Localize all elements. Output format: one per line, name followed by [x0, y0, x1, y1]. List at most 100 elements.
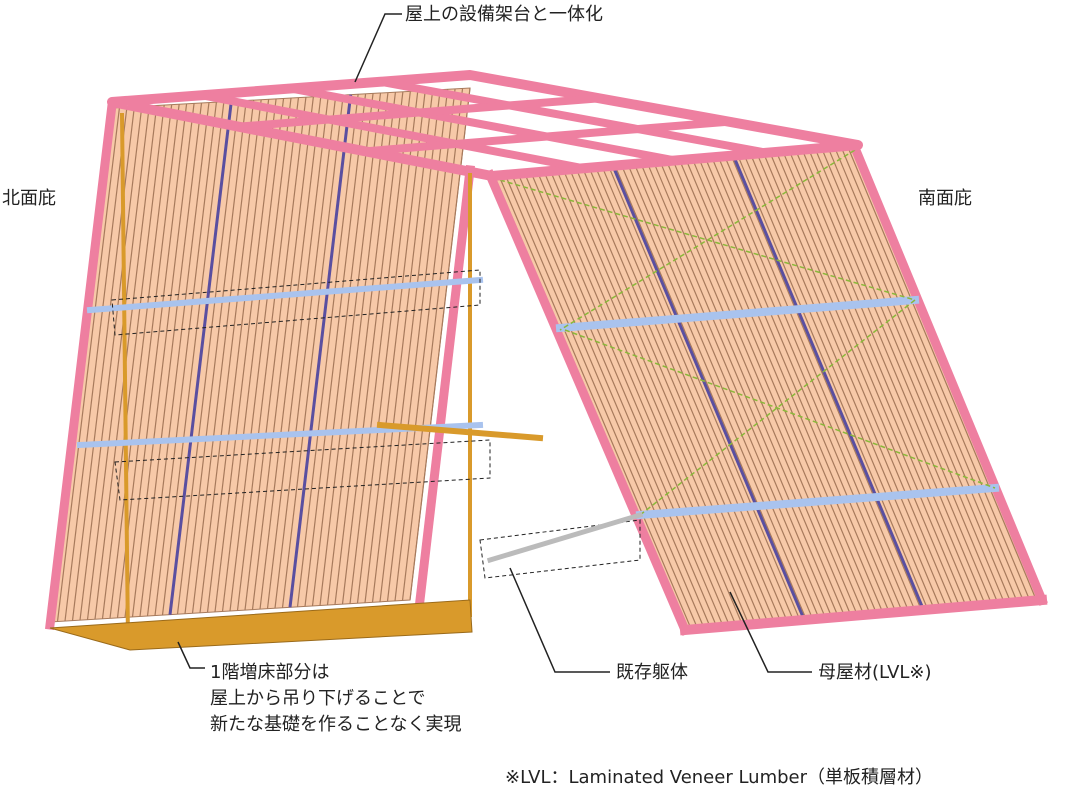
- south-panel-slat: [776, 153, 967, 606]
- south-panel-slat: [705, 158, 896, 612]
- cross-brace: [564, 329, 996, 489]
- south-panel-slat: [828, 149, 1018, 601]
- roof-cross-beam: [375, 77, 772, 158]
- leader-existing: [509, 567, 610, 673]
- cross-brace: [639, 299, 916, 516]
- north-panel-rib: [168, 101, 233, 615]
- label-first-floor-line3: 新たな基礎を作ることなく実現: [210, 714, 462, 735]
- south-panel-slat: [530, 171, 724, 627]
- north-panel-slat: [326, 92, 389, 606]
- south-panel-slat: [770, 154, 960, 606]
- south-panel-slat: [510, 173, 705, 629]
- north-panel-slat: [401, 88, 464, 601]
- north-panel-slat: [56, 107, 121, 622]
- north-panel-slat: [386, 89, 449, 602]
- south-panel-slat: [698, 159, 890, 612]
- south-panel-slat: [614, 165, 807, 620]
- north-panel-slat: [274, 95, 337, 609]
- north-panel-slat: [266, 95, 329, 609]
- north-panel-slat: [304, 93, 367, 607]
- south-purlin-upper: [555, 295, 920, 333]
- north-panel-rib: [288, 94, 353, 608]
- south-bottom-edge: [679, 594, 1048, 636]
- north-panel-slat: [379, 89, 441, 602]
- south-panel-slat: [822, 150, 1011, 602]
- south-panel-slat: [744, 155, 935, 608]
- south-panel-slat: [569, 168, 763, 624]
- south-panel-slat: [802, 151, 992, 603]
- roof-long-beam: [361, 117, 733, 156]
- north-panel-slat: [296, 94, 359, 607]
- north-panel-slat: [176, 100, 240, 615]
- north-panel-slat: [131, 103, 195, 618]
- existing-structure-outline: [114, 439, 491, 501]
- north-panel-slat: [356, 90, 419, 604]
- north-panel-slat: [154, 102, 218, 616]
- south-panel-slat: [783, 153, 973, 605]
- label-first-floor: 1階増床部分は 屋上から吊り下げることで 新たな基礎を作ることなく実現: [210, 660, 461, 738]
- north-panel-slat: [394, 88, 456, 601]
- north-panel-slat: [184, 100, 247, 614]
- leader-first-floor: [177, 641, 205, 669]
- south-panel-rib: [611, 165, 806, 620]
- north-panel-slat: [311, 93, 374, 607]
- label-first-floor-line1: 1階増床部分は: [210, 662, 330, 683]
- north-panel-slat: [79, 106, 143, 621]
- label-roof-integration: 屋上の設備架台と一体化: [405, 4, 603, 25]
- diagonal-brace: [486, 511, 644, 564]
- south-panel-slat: [763, 154, 954, 607]
- south-right-rafter: [849, 142, 1048, 606]
- north-panel-slat: [86, 105, 150, 620]
- structural-members: [44, 99, 644, 651]
- north-back-column: [415, 165, 475, 605]
- south-eave-panel: [484, 142, 1048, 636]
- north-panel-slat: [109, 104, 173, 619]
- south-panel-rib: [732, 156, 925, 610]
- north-panel-slat: [139, 102, 203, 617]
- leader-lines: [177, 13, 812, 673]
- roof-cross-beam: [196, 90, 589, 173]
- existing-structure-outline: [479, 519, 641, 579]
- north-panel-slat: [206, 99, 270, 613]
- south-panel-slat: [634, 164, 826, 618]
- south-panel-slat: [621, 165, 814, 619]
- south-panel-slat: [789, 152, 979, 604]
- south-panel-slat: [847, 148, 1037, 599]
- south-panel-slat: [517, 172, 712, 628]
- north-panel-slat: [259, 96, 322, 610]
- north-panel-slat: [101, 105, 165, 619]
- label-south-eave: 南面庇: [918, 188, 972, 209]
- south-panel-slat: [543, 170, 737, 626]
- north-panel-slat: [341, 91, 404, 605]
- leader-purlin: [729, 591, 812, 673]
- south-left-rafter: [484, 169, 691, 636]
- south-panel-slat: [796, 152, 986, 604]
- north-panel-slat: [251, 96, 314, 610]
- south-panel-slat: [834, 149, 1024, 600]
- south-panel-slat: [536, 171, 731, 627]
- south-panel-slat: [601, 166, 794, 621]
- south-panel-slat: [647, 163, 839, 617]
- north-panel-slat: [334, 92, 397, 605]
- label-existing-structure: 既存躯体: [616, 662, 688, 683]
- south-panel-slat: [608, 166, 801, 620]
- south-panel-slat: [724, 157, 916, 610]
- north-panel-slat: [214, 98, 277, 612]
- label-north-eave: 北面庇: [2, 188, 56, 209]
- north-panel-slat: [364, 90, 426, 603]
- floor-beam: [376, 421, 544, 442]
- label-first-floor-line2: 屋上から吊り下げることで: [210, 688, 426, 709]
- north-panel-slat: [236, 97, 300, 611]
- south-panel-slat: [679, 160, 871, 614]
- south-panel-slat: [737, 156, 928, 609]
- south-purlin-lower: [635, 483, 1000, 520]
- roof-cross-beam: [286, 83, 680, 166]
- south-panel-slat: [653, 162, 845, 616]
- south-panel-slat: [575, 168, 769, 623]
- north-panel-slat: [349, 91, 411, 604]
- north-panel-slat: [146, 102, 210, 617]
- south-panel-slat: [588, 167, 782, 622]
- south-panel-slat: [659, 162, 852, 616]
- south-panel-slat: [757, 155, 947, 607]
- north-panel-slat: [191, 100, 255, 614]
